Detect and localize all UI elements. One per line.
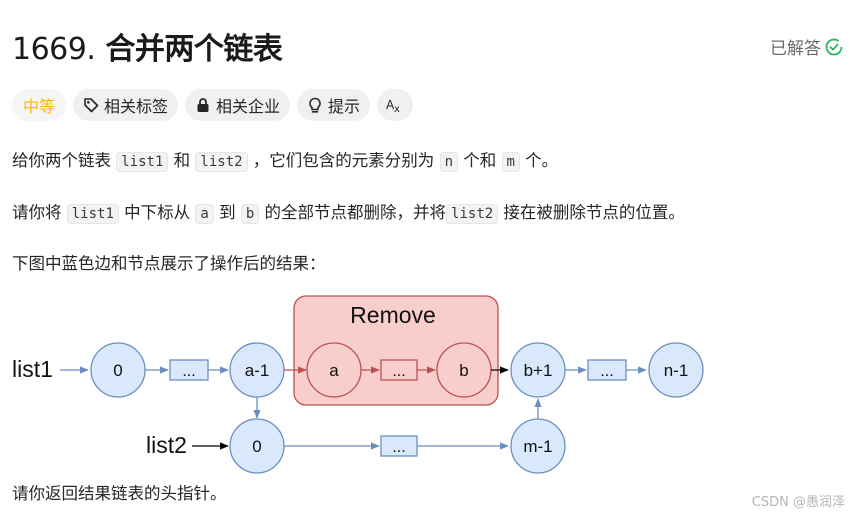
- hint-label: 提示: [328, 97, 361, 116]
- inline-code: list2: [195, 152, 248, 172]
- node-label: b: [459, 361, 468, 380]
- text: 请你将: [12, 203, 67, 222]
- watermark: CSDN @愚润泽: [751, 495, 845, 510]
- inline-code: a: [195, 204, 214, 224]
- related-tags-button[interactable]: 相关标签: [73, 89, 179, 121]
- lightbulb-icon: [307, 97, 323, 114]
- text: 到: [213, 203, 241, 222]
- node-label: m-1: [523, 437, 552, 456]
- remove-label: Remove: [350, 302, 436, 328]
- ellipsis-label: ...: [600, 363, 613, 380]
- text: 给你两个链表: [12, 151, 117, 170]
- description-paragraph-1: 给你两个链表 list1 和 list2 ，它们包含的元素分别为 n 个和 m …: [12, 147, 559, 172]
- text: 个和: [458, 151, 502, 170]
- description-paragraph-3: 下图中蓝色边和节点展示了操作后的结果：: [12, 254, 326, 273]
- hint-button[interactable]: 提示: [297, 89, 371, 121]
- node-label: a-1: [245, 361, 270, 380]
- list1-label: list1: [12, 356, 53, 382]
- solved-status: 已解答: [770, 34, 843, 59]
- svg-text:A: A: [386, 98, 395, 112]
- text: 和: [168, 151, 196, 170]
- ellipsis-label: ...: [392, 439, 405, 456]
- inline-code: list2: [446, 204, 499, 224]
- svg-text:x: x: [394, 104, 400, 113]
- list-node: [648, 342, 704, 398]
- linked-list-diagram: Remove list1 0 ... a-1 a ... b b+1 ... n…: [12, 295, 704, 474]
- related-companies-label: 相关企业: [216, 97, 281, 116]
- problem-title: 1669. 合并两个链表: [12, 24, 283, 68]
- text: 中下标从: [118, 203, 196, 222]
- text: ，它们包含的元素分别为: [247, 151, 440, 170]
- node-label: a: [329, 361, 339, 380]
- difficulty-label: 中等: [23, 97, 56, 116]
- node-label: 0: [252, 437, 261, 456]
- list2-label: list2: [146, 432, 187, 458]
- description-paragraph-4: 请你返回结果链表的头指针。: [12, 484, 227, 503]
- lock-icon: [195, 97, 211, 113]
- text: 接在被删除节点的位置。: [498, 203, 685, 222]
- check-circle-icon: [825, 38, 843, 56]
- text: 的全部节点都删除，并将: [259, 203, 447, 222]
- text: 个。: [519, 151, 559, 170]
- node-label: 0: [113, 361, 122, 380]
- node-label: b+1: [524, 361, 553, 380]
- ellipsis-label: ...: [392, 363, 405, 380]
- inline-code: list1: [116, 152, 169, 172]
- problem-number: 1669.: [12, 32, 96, 67]
- inline-code: m: [501, 152, 520, 172]
- tag-icon: [83, 97, 99, 113]
- inline-code: n: [439, 152, 458, 172]
- node-label: n-1: [664, 361, 689, 380]
- problem-name: 合并两个链表: [105, 32, 283, 67]
- related-companies-button[interactable]: 相关企业: [185, 89, 291, 121]
- inline-code: list1: [66, 204, 119, 224]
- inline-code: b: [240, 204, 260, 224]
- related-tags-label: 相关标签: [104, 97, 169, 116]
- difficulty-badge[interactable]: 中等: [12, 89, 67, 121]
- ellipsis-label: ...: [182, 363, 195, 380]
- solved-label: 已解答: [770, 39, 821, 59]
